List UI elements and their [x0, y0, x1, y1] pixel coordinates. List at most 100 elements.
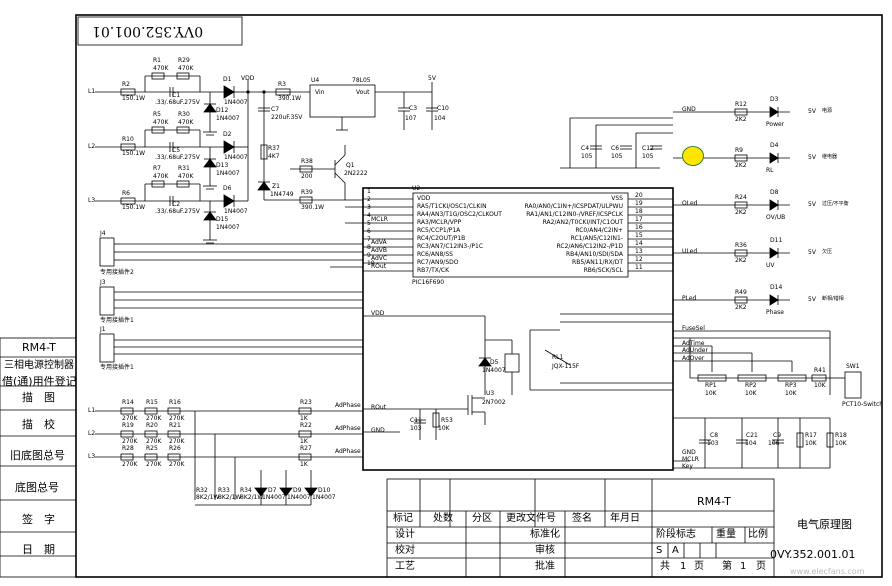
u2-pin-name: RC0/AN4/C2IN+: [575, 227, 623, 234]
l3-label-b: L3: [88, 453, 96, 460]
advb-label: AdVB: [371, 247, 388, 254]
led-ref: D3: [770, 96, 779, 103]
u2-pin-num: 2: [367, 196, 371, 203]
r14v: 270K: [122, 415, 138, 422]
u2-ref: U2: [412, 185, 421, 192]
c7v: 220uF.35V: [271, 114, 303, 121]
u3-ref: U3: [486, 390, 495, 397]
side-old-number: 旧底图总号: [10, 449, 65, 462]
u2-pin-name: RC5/CCP1/P1A: [417, 227, 461, 234]
d1v: 1N4007: [224, 99, 248, 106]
u2-pin-num: 11: [635, 264, 643, 271]
tb-h-zone: 分区: [472, 513, 492, 524]
j3-body: [99, 286, 115, 316]
led-resistor-ref: R49: [735, 289, 747, 296]
doc-number-rotated: 0VY.352.001.01: [92, 23, 204, 39]
r18: R18: [835, 432, 847, 439]
chat-bubble-icon[interactable]: [682, 146, 704, 166]
r2: R2: [122, 81, 130, 88]
tb-s: S: [656, 545, 663, 556]
tb-h-mark: 标记: [393, 513, 413, 524]
u2-pin-num: 6: [367, 228, 371, 235]
d9v: 1N4007: [287, 494, 311, 501]
z1-ref: Z1: [272, 183, 280, 190]
u2-pin-num: 20: [635, 192, 643, 199]
d7: D7: [268, 487, 277, 494]
tb-scale: 比例: [748, 529, 768, 540]
relay-ref: RL1: [552, 354, 564, 361]
d15v: 1N4007: [216, 224, 240, 231]
led-name: RL: [766, 167, 774, 174]
r53v: 10K: [438, 425, 450, 432]
u2-pin-name: RC1/AN5/C12IN1-: [570, 235, 623, 242]
side-trace: 描 图: [22, 391, 55, 404]
led-resistor-value: 2K2: [735, 116, 747, 123]
led-ref: D8: [770, 189, 779, 196]
r7: R7: [153, 165, 161, 172]
side-tracecheck: 描 校: [22, 418, 55, 431]
d10: D10: [318, 487, 331, 494]
r21v: 270K: [169, 438, 185, 445]
c2: C2: [172, 201, 181, 208]
conn1-label-a: 专用接插件1: [100, 317, 134, 324]
tb-title: 电气原理图: [797, 518, 852, 531]
led-resistor-ref: R12: [735, 101, 747, 108]
vdd-inner: VDD: [371, 310, 385, 317]
doc-number-box: [77, 16, 243, 46]
c4v: 105: [581, 153, 593, 160]
adva-label: AdVA: [371, 239, 387, 246]
r7v: 470K: [153, 173, 169, 180]
d10v: 1N4007: [312, 494, 336, 501]
u2-pin-num: 17: [635, 216, 643, 223]
c4: C4: [581, 145, 590, 152]
u2-pin-name: RB7/TX/CK: [417, 267, 450, 274]
d12v: 1N4007: [216, 115, 240, 122]
l2-label-b: L2: [88, 430, 96, 437]
tb-h-file: 更改文件号: [506, 513, 556, 524]
adphase-l1: AdPhase: [335, 402, 361, 409]
watermark: www.elecfans.com: [790, 567, 865, 576]
r19: R19: [122, 422, 134, 429]
c6: C6: [611, 145, 620, 152]
d15: D15: [216, 216, 229, 223]
r5: R5: [153, 111, 161, 118]
tb-product: RM4-T: [697, 495, 731, 508]
r25v: 270K: [146, 461, 162, 468]
d1: D1: [223, 76, 232, 83]
sw1-ref: SW1: [846, 363, 860, 370]
r21: R21: [169, 422, 181, 429]
u2-pin-name: RB4/AN10/SDI/SDA: [565, 251, 623, 258]
q1-ref: Q1: [346, 162, 355, 169]
adphase-l3: AdPhase: [335, 448, 361, 455]
u2-pin-name: RC2/AN6/C12IN2-/P1D: [556, 243, 623, 250]
tb-h-count: 处数: [433, 513, 453, 524]
tb-a: A: [672, 545, 679, 556]
led-name: Power: [766, 121, 785, 128]
tb-h-date: 年月日: [610, 513, 640, 524]
c8: C8: [710, 432, 719, 439]
c21v: 104: [745, 440, 757, 447]
u2-pin-num: 14: [635, 240, 643, 247]
r30: R30: [178, 111, 190, 118]
led-note: 欠压: [822, 249, 833, 255]
u2-pin-num: 12: [635, 256, 643, 263]
j4-label: J4: [100, 230, 106, 237]
side-register: 借(通)用件登记: [2, 375, 77, 388]
tb-review: 审核: [535, 545, 555, 556]
tb-design: 设计: [395, 529, 415, 540]
u2-pin-num: 7: [367, 236, 371, 243]
c3v: 107: [405, 115, 417, 122]
led-resistor-value: 2K2: [735, 257, 747, 264]
relay-part: JQX-115F: [552, 363, 580, 370]
r23v: 1K: [300, 415, 308, 422]
led-ref: D4: [770, 142, 779, 149]
led-ref: D14: [770, 284, 783, 291]
rp2v: 10K: [745, 390, 757, 397]
r19v: 270K: [122, 438, 138, 445]
l2-label: L2: [88, 143, 96, 150]
j3-label: J3: [100, 279, 106, 286]
gnd-right: GND: [682, 106, 696, 113]
tb-page1: 页: [694, 561, 704, 572]
rp1v: 10K: [705, 390, 717, 397]
